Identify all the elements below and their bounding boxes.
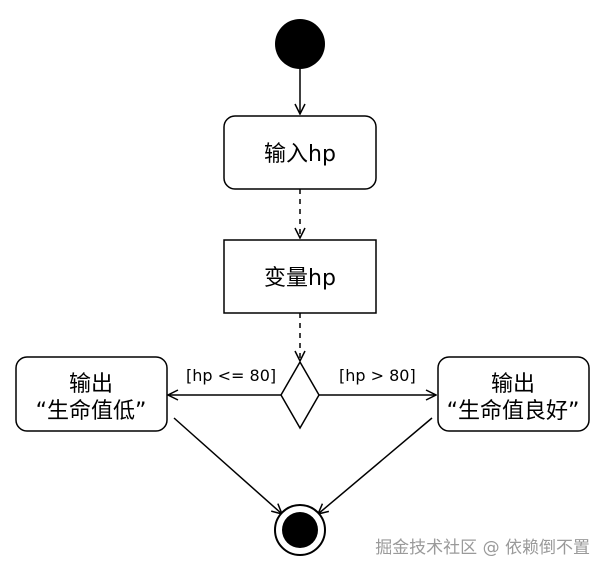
edge-good-to-final [318,417,433,514]
action-output-good: 输出 “生命值良好” [437,356,590,432]
action-output-good-line1: 输出 [491,372,535,397]
action-output-low-line2: “生命值低” [36,399,147,424]
action-output-low: 输出 “生命值低” [15,356,168,432]
watermark: 掘金技术社区 @ 依赖倒不置 [375,538,590,558]
object-variable-hp: 变量hp [223,239,377,314]
final-node [274,504,326,556]
initial-node [275,19,325,69]
action-output-low-line1: 输出 [69,372,113,397]
guard-right: [hp > 80] [339,366,416,385]
guard-left: [hp <= 80] [186,366,276,385]
action-input-hp: 输入hp [223,115,377,190]
decision-node [280,360,320,430]
action-input-hp-label: 输入hp [264,142,336,167]
edge-low-to-final [173,417,282,514]
object-variable-hp-label: 变量hp [264,266,336,291]
action-output-good-line2: “生命值良好” [447,399,580,424]
